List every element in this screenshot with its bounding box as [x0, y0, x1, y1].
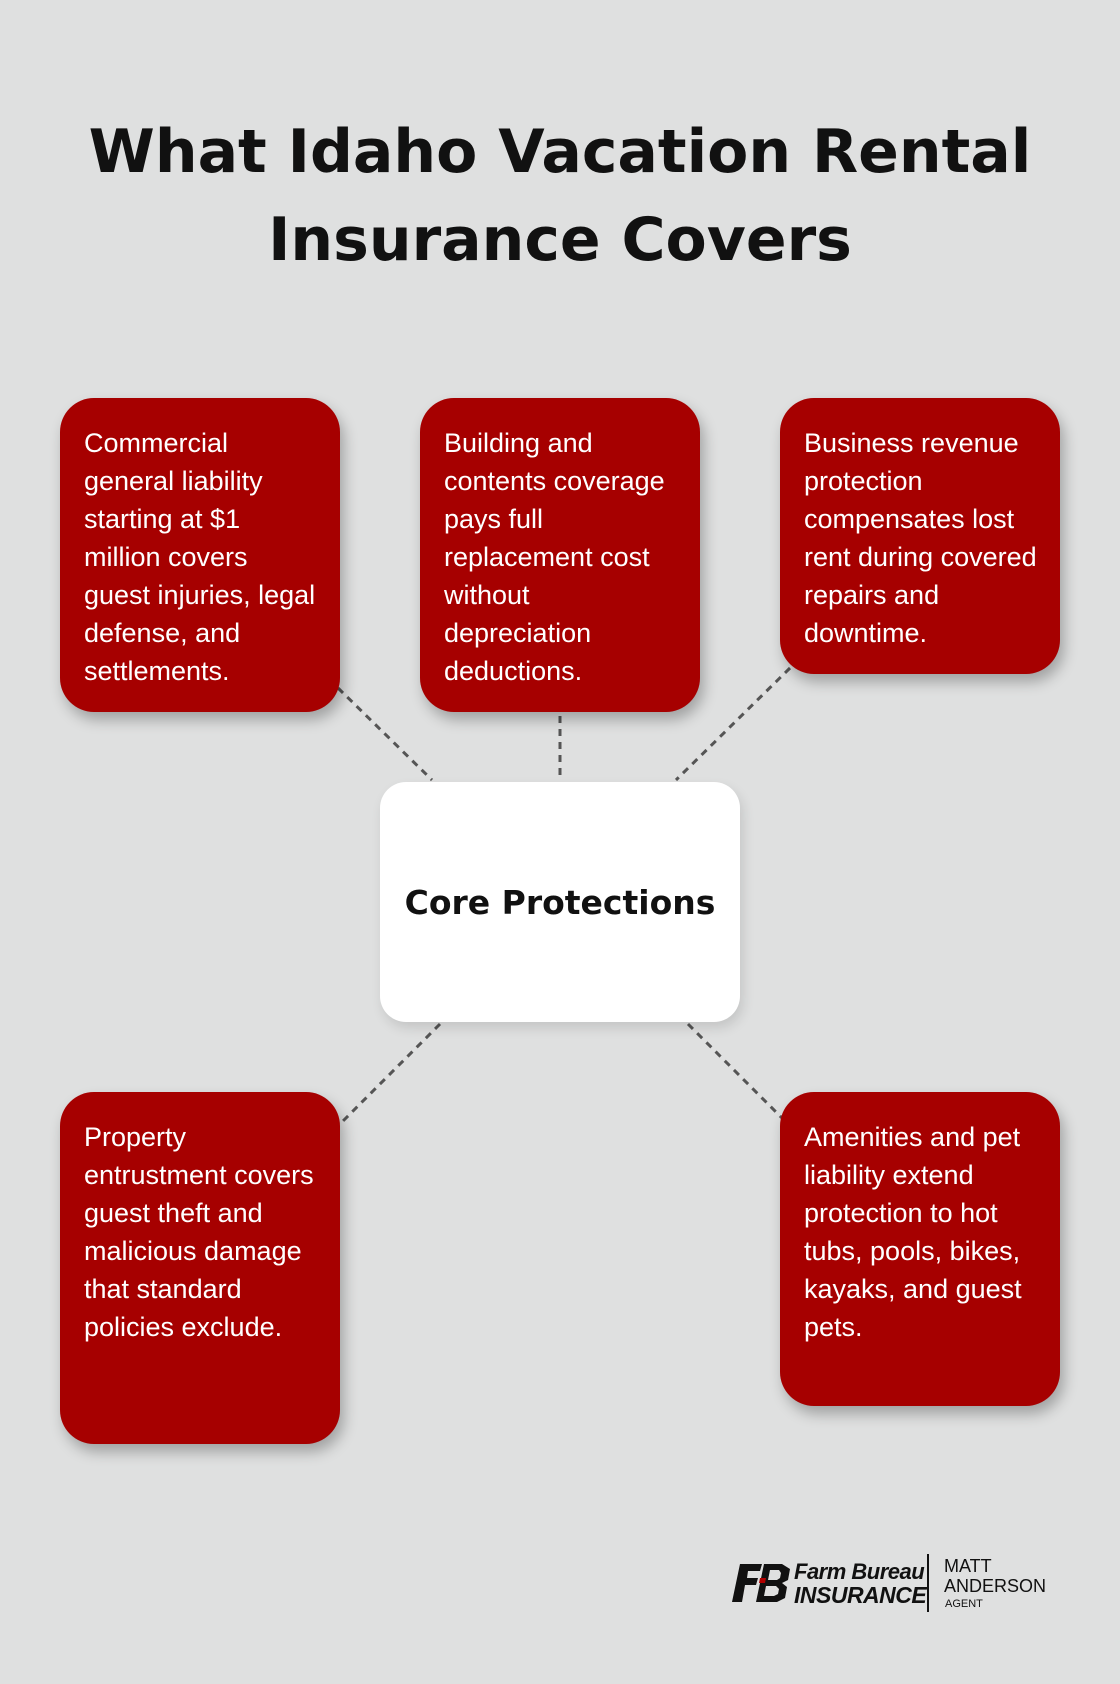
center-node-core-protections: Core Protections	[380, 782, 740, 1022]
card-text: Commercial general liability starting at…	[84, 428, 316, 686]
connector-bottom-right	[686, 1022, 784, 1120]
card-commercial-liability: Commercial general liability starting at…	[60, 398, 340, 712]
agent-title: AGENT	[945, 1598, 983, 1610]
card-text: Amenities and pet liability extend prote…	[804, 1122, 1022, 1342]
connector-top-right	[674, 666, 792, 782]
card-text: Business revenue protection compensates …	[804, 428, 1037, 648]
brand-line-1: Farm Bureau	[794, 1559, 925, 1584]
card-building-contents: Building and contents coverage pays full…	[420, 398, 700, 712]
center-node-label: Core Protections	[404, 882, 716, 922]
card-property-entrustment: Property entrustment covers guest theft …	[60, 1092, 340, 1444]
card-text: Property entrustment covers guest theft …	[84, 1122, 314, 1342]
connector-bottom-left	[338, 1022, 442, 1126]
farm-bureau-fb-icon	[732, 1564, 790, 1602]
logo-divider	[927, 1554, 929, 1612]
agent-name: MATT ANDERSON	[944, 1556, 1046, 1596]
brand-line-2: INSURANCE	[794, 1582, 927, 1608]
card-business-revenue: Business revenue protection compensates …	[780, 398, 1060, 674]
page-title: What Idaho Vacation Rental Insurance Cov…	[88, 117, 1032, 275]
agent-last-name: ANDERSON	[944, 1576, 1047, 1596]
farm-bureau-logo: Farm Bureau INSURANCE MATT ANDERSON AGEN…	[732, 1550, 1062, 1620]
agent-first-name: MATT	[944, 1556, 992, 1576]
card-amenities-pet-liability: Amenities and pet liability extend prote…	[780, 1092, 1060, 1406]
card-text: Building and contents coverage pays full…	[444, 428, 665, 686]
connector-top-left	[336, 686, 434, 782]
